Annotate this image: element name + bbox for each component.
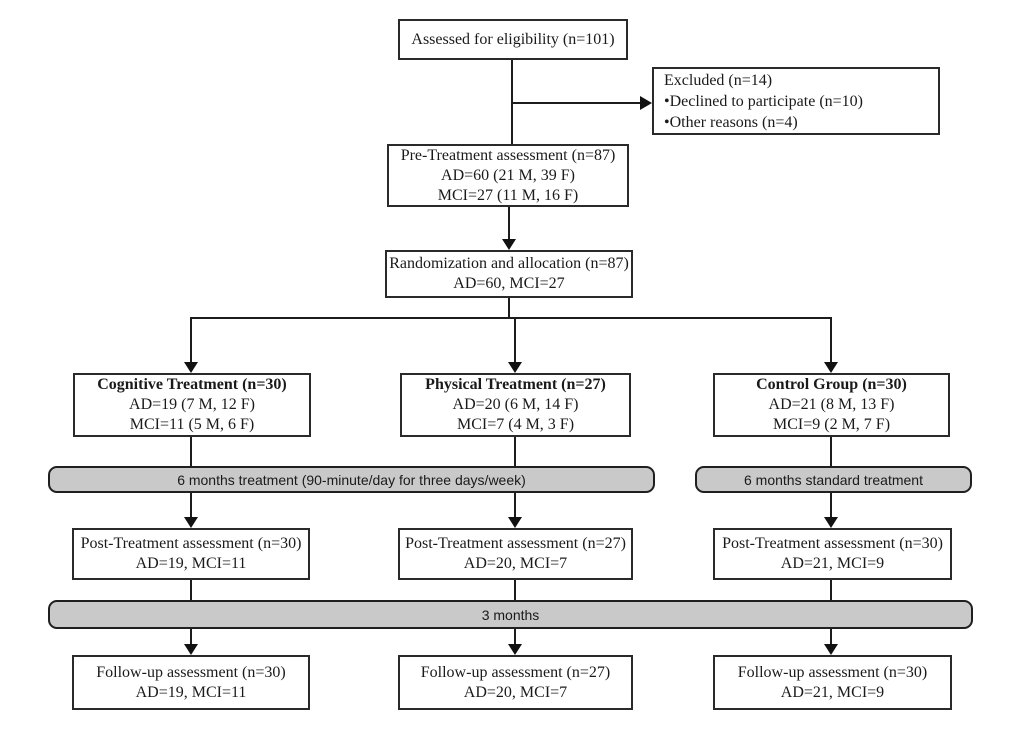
randomization-counts: AD=60, MCI=27 <box>453 275 565 292</box>
connector-randomization-junction <box>508 298 510 319</box>
treatment-period-label: 6 months treatment (90-minute/day for th… <box>177 471 526 488</box>
physical-mci: MCI=7 (4 M, 3 F) <box>456 416 575 433</box>
arrowhead-down-follow-cognitive-icon <box>184 644 198 655</box>
post-control-counts: AD=21, MCI=9 <box>780 555 885 572</box>
post-treatment-physical-box: Post-Treatment assessment (n=27) AD=20, … <box>398 528 633 580</box>
arrowhead-right-excluded-icon <box>640 96 652 110</box>
excluded-title: Excluded (n=14) <box>664 71 773 89</box>
excluded-other: •Other reasons (n=4) <box>664 113 798 131</box>
excluded-declined: •Declined to participate (n=10) <box>664 92 863 110</box>
post-cognitive-title: Post-Treatment assessment (n=30) <box>80 535 302 552</box>
arrowhead-down-post-control-icon <box>824 517 838 528</box>
post-cognitive-counts: AD=19, MCI=11 <box>135 555 247 572</box>
control-ad: AD=21 (8 M, 13 F) <box>768 396 895 413</box>
arrowhead-down-post-cognitive-icon <box>184 517 198 528</box>
connector-drop-physical <box>514 317 516 364</box>
control-title: Control Group (n=30) <box>756 376 907 393</box>
follow-cognitive-counts: AD=19, MCI=11 <box>135 683 247 701</box>
follow-control-title: Follow-up assessment (n=30) <box>737 663 928 681</box>
connector-drop-control <box>830 317 832 364</box>
arrowhead-down-control-icon <box>824 362 838 373</box>
cognitive-title: Cognitive Treatment (n=30) <box>97 376 287 393</box>
pretreatment-title: Pre-Treatment assessment (n=87) <box>400 146 616 164</box>
physical-group-box: Physical Treatment (n=27) AD=20 (6 M, 14… <box>400 373 631 437</box>
control-group-box: Control Group (n=30) AD=21 (8 M, 13 F) M… <box>713 373 950 437</box>
pretreatment-mci: MCI=27 (11 M, 16 F) <box>437 186 579 204</box>
physical-ad: AD=20 (6 M, 14 F) <box>452 396 579 413</box>
followup-control-box: Follow-up assessment (n=30) AD=21, MCI=9 <box>713 655 952 710</box>
follow-cognitive-title: Follow-up assessment (n=30) <box>96 663 286 681</box>
followup-physical-box: Follow-up assessment (n=27) AD=20, MCI=7 <box>398 655 633 710</box>
treatment-period-bar: 6 months treatment (90-minute/day for th… <box>48 466 655 493</box>
excluded-box: Excluded (n=14) •Declined to participate… <box>652 67 940 135</box>
post-treatment-cognitive-box: Post-Treatment assessment (n=30) AD=19, … <box>72 528 310 580</box>
arrowhead-down-follow-physical-icon <box>508 644 522 655</box>
followup-cognitive-box: Follow-up assessment (n=30) AD=19, MCI=1… <box>72 655 310 710</box>
arrowhead-down-physical-icon <box>508 362 522 373</box>
follow-control-counts: AD=21, MCI=9 <box>780 683 885 701</box>
follow-physical-title: Follow-up assessment (n=27) <box>420 663 611 681</box>
assessed-line: Assessed for eligibility (n=101) <box>411 30 615 48</box>
connector-pretreatment-randomization <box>508 206 510 242</box>
arrowhead-down-post-physical-icon <box>508 517 522 528</box>
post-control-title: Post-Treatment assessment (n=30) <box>722 535 943 552</box>
follow-physical-counts: AD=20, MCI=7 <box>463 683 568 701</box>
connector-excluded-branch <box>512 102 642 104</box>
assessed-eligibility-box: Assessed for eligibility (n=101) <box>398 19 628 60</box>
randomization-title: Randomization and allocation (n=87) <box>389 255 629 272</box>
standard-treatment-bar: 6 months standard treatment <box>695 466 972 493</box>
control-mci: MCI=9 (2 M, 7 F) <box>772 416 891 433</box>
cognitive-ad: AD=19 (7 M, 12 F) <box>129 396 255 413</box>
post-physical-title: Post-Treatment assessment (n=27) <box>405 535 626 552</box>
arrowhead-down-randomization-icon <box>502 239 516 250</box>
physical-title: Physical Treatment (n=27) <box>425 376 606 393</box>
connector-allocation-crossbar <box>190 317 832 319</box>
followup-period-bar: 3 months <box>48 600 973 629</box>
post-physical-counts: AD=20, MCI=7 <box>463 555 568 572</box>
arrowhead-down-cognitive-icon <box>184 362 198 373</box>
randomization-box: Randomization and allocation (n=87) AD=6… <box>385 250 633 298</box>
pretreatment-ad: AD=60 (21 M, 39 F) <box>441 166 575 184</box>
arrowhead-down-follow-control-icon <box>824 644 838 655</box>
cognitive-mci: MCI=11 (5 M, 6 F) <box>129 416 255 433</box>
followup-period-label: 3 months <box>481 606 540 623</box>
connector-drop-cognitive <box>190 317 192 364</box>
standard-treatment-label: 6 months standard treatment <box>744 471 923 488</box>
pretreatment-box: Pre-Treatment assessment (n=87) AD=60 (2… <box>387 144 629 207</box>
cognitive-group-box: Cognitive Treatment (n=30) AD=19 (7 M, 1… <box>73 373 311 437</box>
post-treatment-control-box: Post-Treatment assessment (n=30) AD=21, … <box>713 528 952 580</box>
